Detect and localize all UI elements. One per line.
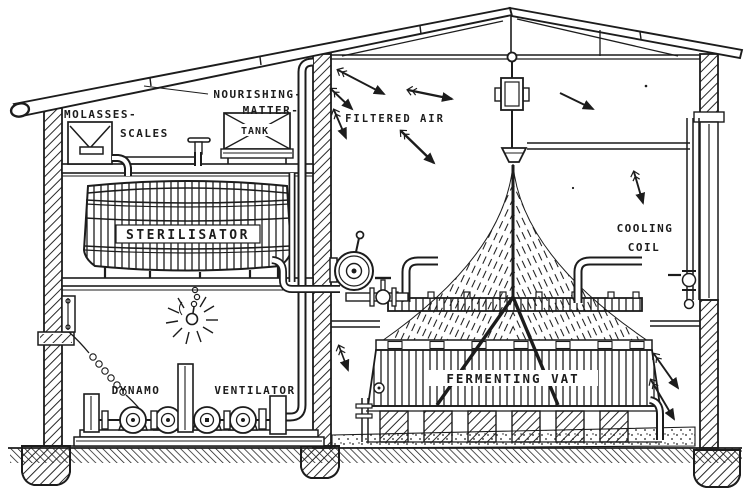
roof <box>9 6 744 118</box>
sprinkler-head <box>500 147 528 163</box>
partition-wall <box>312 53 332 449</box>
nourishing-matter-tank <box>220 112 294 164</box>
wall-switch-box <box>61 295 76 333</box>
air-arrow <box>329 87 354 111</box>
pump-valve <box>345 276 409 307</box>
molasses-scales <box>67 121 113 165</box>
air-arrow <box>335 344 350 372</box>
cooling-coil <box>650 118 700 327</box>
tank-feed-valve <box>122 137 211 166</box>
foundation-piers <box>21 445 741 488</box>
mezzanine-lower-beam <box>61 277 314 291</box>
speck <box>644 84 648 88</box>
label-dynamo: DYNAMO <box>112 384 161 397</box>
air-arrow <box>399 129 436 165</box>
label-bg <box>115 224 261 244</box>
speck <box>571 186 575 190</box>
air-arrow <box>648 378 676 421</box>
vat-internal-cone <box>435 165 560 406</box>
air-arrow <box>630 170 646 205</box>
label-nourishing: NOURISHING- <box>213 88 302 101</box>
label-fermenting-vat: FERMENTING VAT <box>446 371 579 386</box>
label-coil: COIL <box>628 241 661 254</box>
air-arrow <box>406 85 454 102</box>
air-arrow <box>559 92 595 110</box>
pump <box>329 230 374 291</box>
fermenting-vat <box>366 163 662 407</box>
label-sterilisator: STERILISATOR <box>126 228 250 243</box>
air-supply-pipe <box>527 142 690 150</box>
vat-side-pipe <box>355 382 385 442</box>
air-arrow <box>336 67 386 95</box>
vat-foundation <box>355 382 664 443</box>
label-cooling: COOLING <box>617 222 674 235</box>
label-tank: TANK <box>241 126 269 137</box>
dynamo-unit <box>83 393 184 434</box>
spray-cone <box>381 163 649 342</box>
label-scales: SCALES <box>120 127 169 140</box>
foundation-pier <box>693 449 741 488</box>
scales-pipe-elbow <box>112 154 132 176</box>
air-flow-arrows <box>329 67 680 421</box>
electric-cord <box>68 331 147 418</box>
label-filtered-air: FILTERED AIR <box>345 113 445 125</box>
label-matter: MATTER- <box>243 104 300 117</box>
floor-pipe-stub <box>331 320 380 328</box>
riser-pipes <box>283 57 314 422</box>
label-bg <box>428 370 598 386</box>
right-wall <box>693 53 725 449</box>
foundation-pier <box>21 445 71 486</box>
gooseneck-pipes <box>401 256 642 303</box>
air-arrow <box>330 108 347 140</box>
transfer-pipe <box>271 256 340 293</box>
ceiling-lamp-icon <box>165 286 218 345</box>
agitator-drive <box>494 51 530 148</box>
label-bg <box>236 124 274 136</box>
ventilator-unit <box>177 363 287 435</box>
mezzanine-shelf <box>61 163 314 177</box>
label-leader-line <box>143 85 209 95</box>
foundation-pier <box>300 445 340 479</box>
label-ventilator: VENTILATOR <box>214 384 295 397</box>
labels: MOLASSES- SCALES NOURISHING- MATTER- TAN… <box>64 88 674 397</box>
label-molasses: MOLASSES- <box>64 108 137 121</box>
